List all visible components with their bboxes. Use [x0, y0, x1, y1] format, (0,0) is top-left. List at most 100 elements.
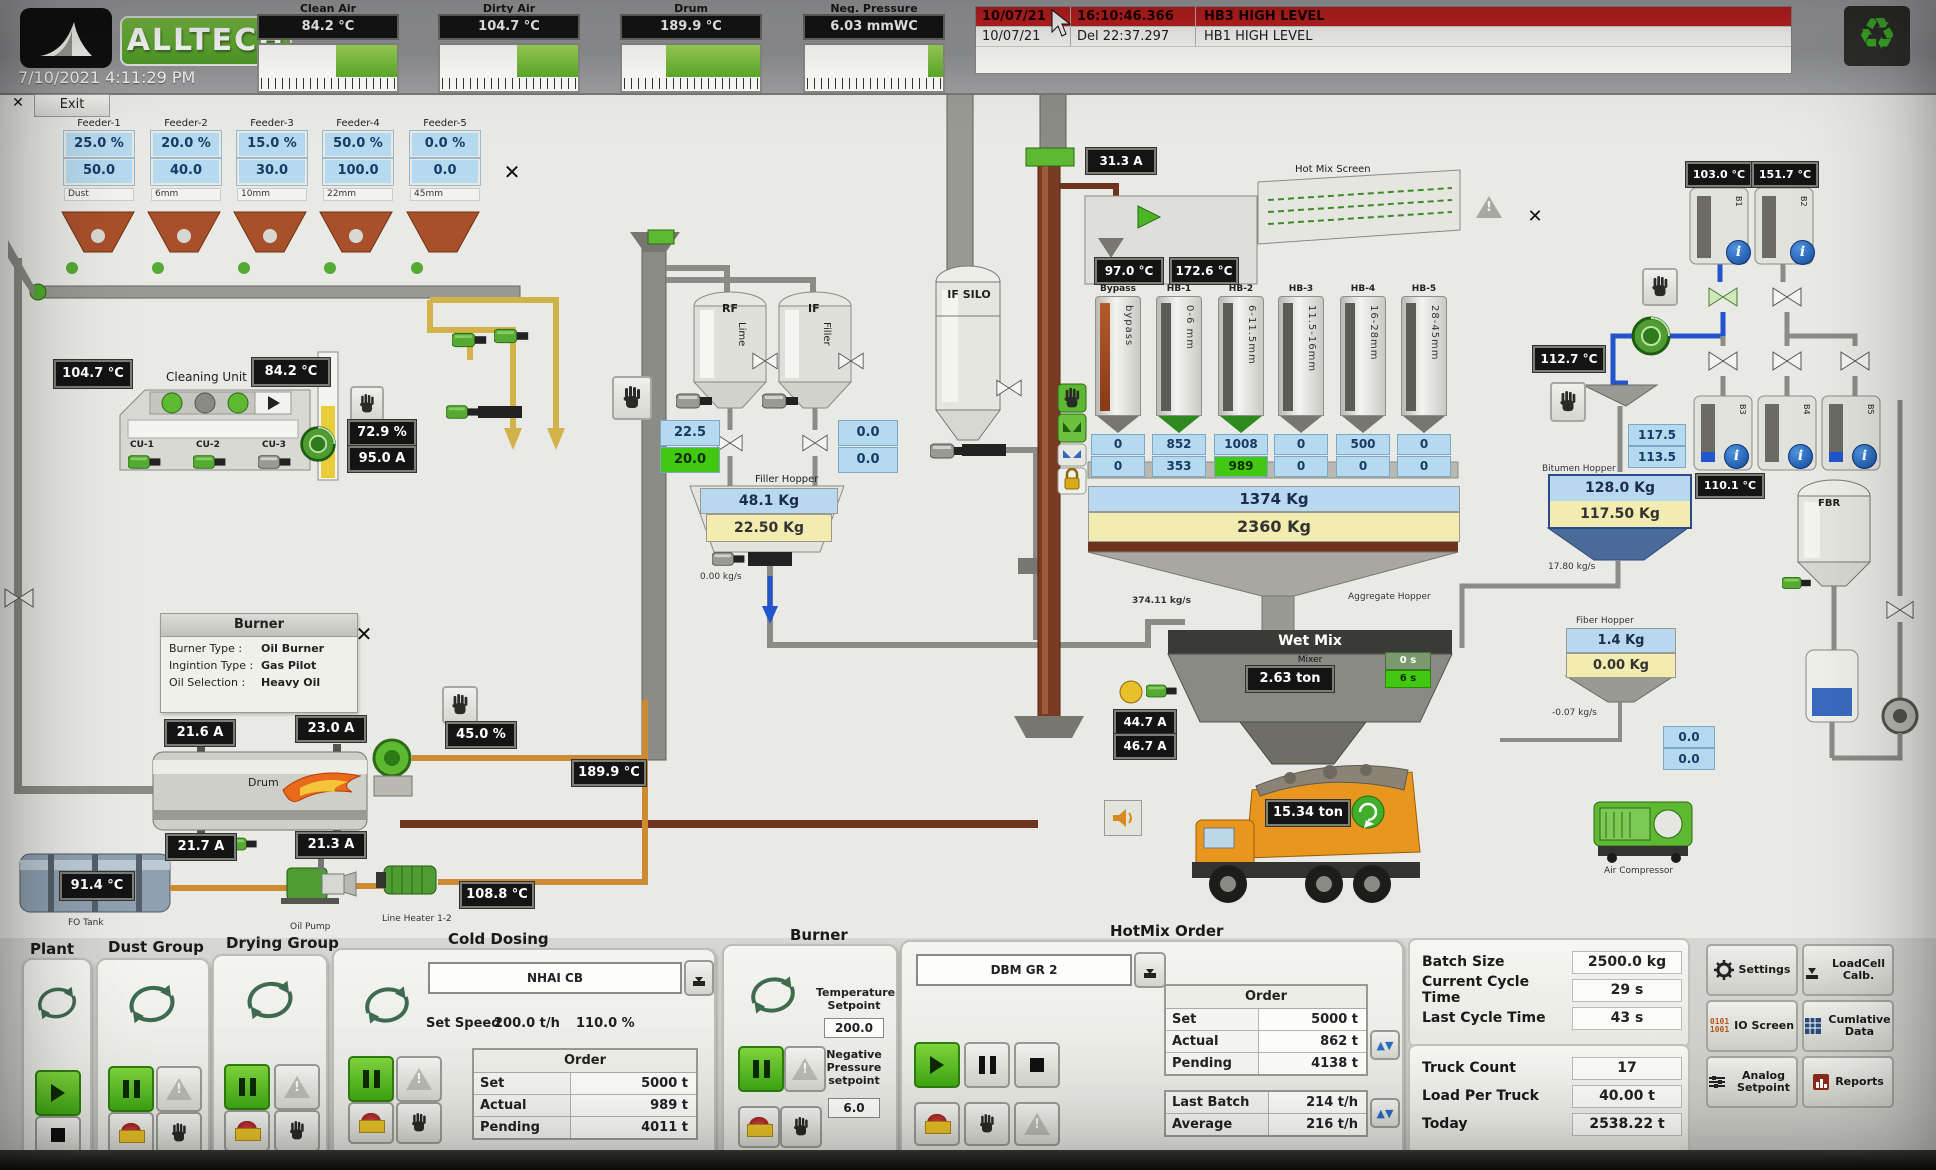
hotmix-start-button[interactable] [914, 1042, 960, 1088]
feeder-percent[interactable]: 15.0 % [236, 130, 308, 159]
speaker-icon[interactable] [1104, 800, 1142, 836]
close-icon[interactable]: ✕ [12, 95, 24, 111]
drum-current-1: 21.6 A [165, 720, 235, 746]
cold-warning-button[interactable]: ! [396, 1056, 442, 1102]
plant-start-button[interactable] [35, 1070, 81, 1116]
info-icon[interactable]: i [1852, 444, 1877, 469]
recipe-load-button[interactable] [684, 960, 714, 996]
set-speed-label: Set Speed [426, 1016, 501, 1031]
cold-estop-button[interactable] [348, 1102, 394, 1144]
hand-icon[interactable] [442, 686, 478, 724]
drying-pause-button[interactable] [224, 1064, 270, 1110]
feeder-setpoint[interactable]: 100.0 [322, 157, 394, 186]
order-actual-label: Actual [1166, 1031, 1259, 1052]
hotmix-warning-button[interactable]: ! [1014, 1102, 1060, 1146]
exit-button[interactable]: Exit [34, 94, 110, 117]
order-set-value[interactable]: 5000 t [571, 1073, 696, 1094]
reports-label: Reports [1835, 1075, 1884, 1088]
dust-pause-button[interactable] [108, 1066, 154, 1112]
drying-estop-button[interactable] [224, 1110, 270, 1152]
temp-setpoint-value[interactable]: 200.0 [824, 1018, 884, 1038]
fiber-v2[interactable]: 0.0 [1663, 748, 1715, 770]
burner-warning-button[interactable]: ! [784, 1046, 826, 1092]
drying-running-icon [238, 968, 302, 1032]
burner-pause-button[interactable] [738, 1046, 784, 1092]
burner-hand-button[interactable] [780, 1106, 822, 1148]
io-screen-label: IO Screen [1734, 1019, 1795, 1032]
cold-hand-button[interactable] [396, 1102, 442, 1144]
feeder-percent[interactable]: 20.0 % [150, 130, 222, 159]
bitumen-v2[interactable]: 113.5 [1628, 446, 1686, 468]
drying-warning-button[interactable]: ! [274, 1064, 320, 1110]
hotmix-recipe-select[interactable]: DBM GR 2 [916, 954, 1132, 986]
info-icon[interactable]: i [1788, 444, 1813, 469]
order-header: Order [474, 1050, 696, 1073]
bitumen-v1[interactable]: 117.5 [1628, 424, 1686, 446]
hotmix-hand-button[interactable] [964, 1102, 1010, 1146]
hotmix-stop-button[interactable] [1014, 1042, 1060, 1088]
bitumen-line-temp: 112.7 °C [1533, 346, 1605, 372]
loadcell-icon [1806, 961, 1818, 979]
drying-hand-button[interactable] [274, 1110, 320, 1152]
feeder-setpoint[interactable]: 30.0 [236, 157, 308, 186]
burner-estop-button[interactable] [738, 1106, 780, 1148]
close-icon[interactable]: ✕ [1527, 206, 1543, 227]
analog-setpoint-button[interactable]: Analog Setpoint [1706, 1056, 1798, 1108]
bin-bypass: Bypass bypass 0 0 [1091, 284, 1145, 477]
bin-name: HB-5 [1411, 284, 1437, 294]
hotmix-pause-button[interactable] [964, 1042, 1010, 1088]
info-icon[interactable]: i [1724, 444, 1749, 469]
dust-hand-button[interactable] [156, 1112, 202, 1154]
loadcell-calib-button[interactable]: LoadCell Calb. [1802, 944, 1894, 996]
bitumen-tanks-bottom [1693, 395, 1881, 471]
gauge-clean-air: Clean Air 84.2 °C [257, 2, 399, 93]
hand-icon[interactable] [350, 386, 384, 422]
order-set-value[interactable]: 5000 t [1259, 1009, 1366, 1030]
reports-button[interactable]: Reports [1802, 1056, 1894, 1108]
plant-stop-button[interactable] [35, 1116, 81, 1154]
dust-estop-button[interactable] [108, 1112, 154, 1154]
alarm-date: 10/07/21 [976, 27, 1071, 46]
hand-icon[interactable] [1550, 382, 1586, 422]
rf-actual[interactable]: 22.5 [660, 420, 720, 446]
dust-warning-button[interactable]: ! [156, 1066, 202, 1112]
feeder-setpoint[interactable]: 40.0 [150, 157, 222, 186]
cold-pause-button[interactable] [348, 1056, 394, 1102]
rf-setpoint[interactable]: 20.0 [660, 447, 720, 473]
feeder-setpoint[interactable]: 50.0 [63, 157, 135, 186]
fiber-v1[interactable]: 0.0 [1663, 726, 1715, 748]
mouse-cursor [1051, 8, 1072, 37]
neg-pressure-value[interactable]: 6.0 [828, 1098, 880, 1118]
cumulative-data-button[interactable]: Cumlative Data [1802, 1000, 1894, 1052]
close-icon[interactable]: ✕ [503, 160, 521, 184]
bin-size: 28-45mm [1429, 305, 1440, 361]
if-setpoint[interactable]: 0.0 [838, 447, 898, 473]
hotmix-estop-button[interactable] [914, 1102, 960, 1146]
hotmix-recipe-load-button[interactable] [1134, 952, 1166, 988]
feeder-percent[interactable]: 0.0 % [409, 130, 481, 159]
hand-icon[interactable] [1642, 268, 1678, 306]
hand-icon[interactable] [612, 376, 652, 420]
drum-current-2: 23.0 A [296, 716, 366, 742]
close-icon[interactable]: ✕ [355, 622, 373, 646]
if-actual[interactable]: 0.0 [838, 420, 898, 446]
alarm-list[interactable]: 10/07/21 16:10:46.366 HB3 HIGH LEVEL 10/… [975, 6, 1792, 74]
settings-button[interactable]: Settings [1706, 944, 1798, 996]
order-step-button[interactable]: ▲▼ [1370, 1030, 1400, 1060]
truck-count-label: Truck Count [1422, 1060, 1516, 1076]
feeder-setpoint[interactable]: 0.0 [409, 157, 481, 186]
order-pending-value: 4011 t [571, 1117, 696, 1138]
set-speed-value[interactable]: 200.0 t/h [494, 1016, 560, 1031]
info-icon[interactable]: i [1726, 240, 1751, 265]
cold-recipe-select[interactable]: NHAI CB [428, 962, 682, 994]
refresh-icon[interactable]: ♻ [1844, 6, 1910, 66]
warning-icon[interactable]: ! [1476, 196, 1502, 218]
feeder-percent[interactable]: 25.0 % [63, 130, 135, 159]
stats-step-button[interactable]: ▲▼ [1370, 1098, 1400, 1128]
filler-elevator [641, 247, 667, 761]
load-per-truck-value: 40.00 t [1572, 1084, 1682, 1108]
feeder-percent[interactable]: 50.0 % [322, 130, 394, 159]
info-icon[interactable]: i [1790, 240, 1815, 265]
tank-b1-label: B1 [1734, 196, 1743, 207]
